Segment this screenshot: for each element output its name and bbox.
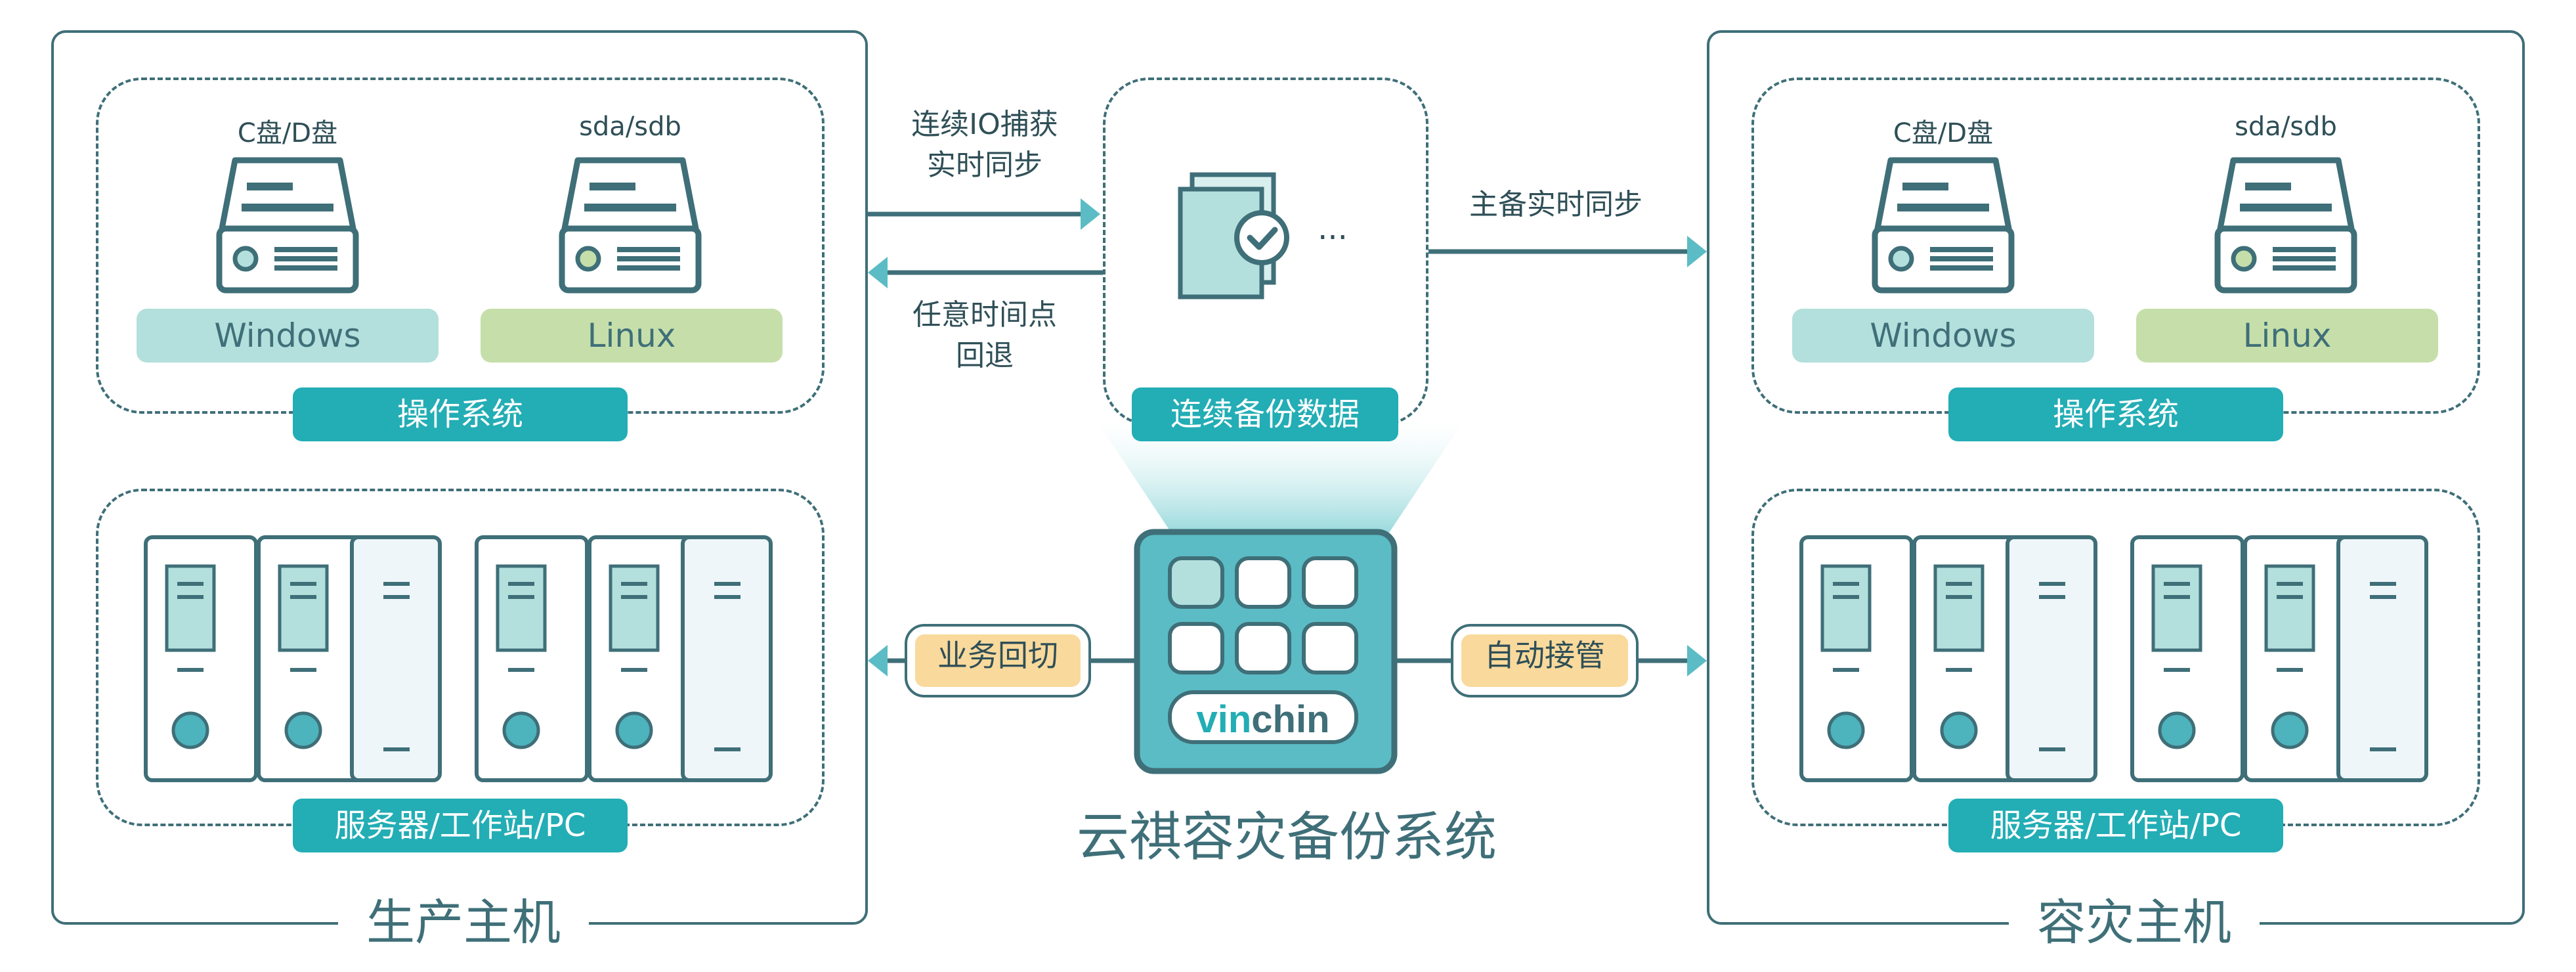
dr-windows-badge: Windows [1792, 309, 2094, 363]
vinchin-core-box [1134, 529, 1398, 774]
production-disk-icon-windows [216, 157, 359, 294]
production-linux-badge: Linux [481, 309, 783, 363]
capture-label-line2: 实时同步 [927, 148, 1042, 182]
failback-tag: 业务回切 [905, 624, 1091, 697]
backup-data-pill: 连续备份数据 [1132, 387, 1398, 441]
backup-document-icon [1178, 172, 1289, 299]
production-os-pill: 操作系统 [293, 387, 628, 441]
production-disk-icon-linux [559, 157, 702, 294]
takeover-tag-label: 自动接管 [1461, 634, 1628, 687]
vinchin-logo-chin: chin [1251, 698, 1330, 741]
rollback-label-line1: 任意时间点 [912, 298, 1057, 332]
dr-linux-badge: Linux [2136, 309, 2438, 363]
takeover-tag: 自动接管 [1451, 624, 1639, 697]
light-beam [1096, 420, 1464, 539]
vinchin-logo-vin: vin [1196, 698, 1252, 741]
production-server-rack [144, 535, 773, 782]
vinchin-logo: vinchin [1170, 695, 1356, 745]
failback-tag-label: 业务回切 [915, 634, 1081, 687]
backup-ellipsis: ... [1318, 210, 1348, 247]
dr-disk-label-sda: sda/sdb [2235, 112, 2337, 142]
rollback-label-line2: 回退 [956, 339, 1014, 372]
dr-disk-icon-windows [1872, 157, 2015, 294]
system-name: 云祺容灾备份系统 [1077, 806, 1497, 868]
production-disk-label-sda: sda/sdb [579, 112, 681, 142]
dr-os-pill: 操作系统 [1948, 387, 2283, 441]
production-host-title: 生产主机 [338, 893, 589, 952]
dr-server-rack [1799, 535, 2428, 782]
capture-label-line1: 连续IO捕获 [911, 108, 1058, 141]
production-disk-label-c: C盘/D盘 [237, 118, 338, 148]
standby-sync-label: 主备实时同步 [1469, 188, 1642, 221]
dr-disk-icon-linux [2214, 157, 2357, 294]
dr-disk-label-c: C盘/D盘 [1893, 118, 1994, 148]
production-server-pill: 服务器/工作站/PC [293, 799, 628, 852]
production-windows-badge: Windows [137, 309, 439, 363]
dr-host-title: 容灾主机 [2009, 893, 2260, 952]
dr-server-pill: 服务器/工作站/PC [1948, 799, 2283, 852]
